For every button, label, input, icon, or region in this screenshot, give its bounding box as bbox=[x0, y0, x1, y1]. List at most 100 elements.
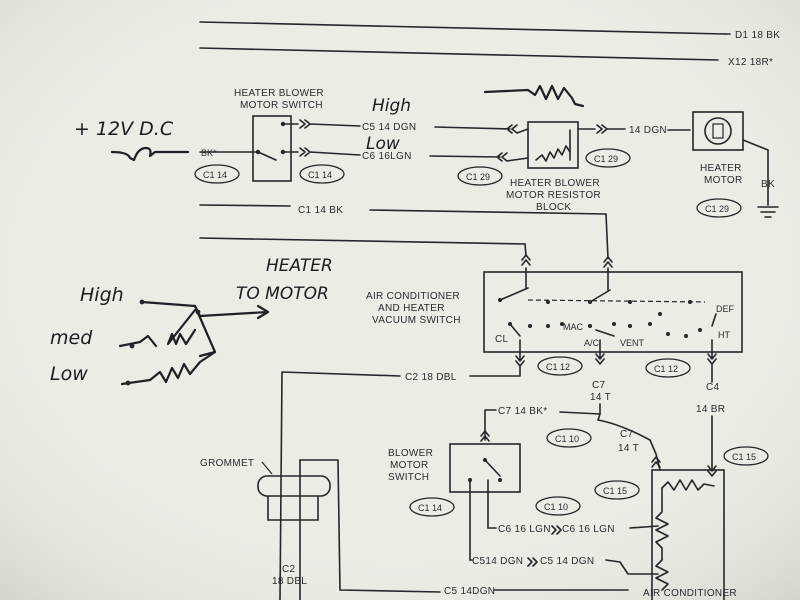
grommet-cap bbox=[257, 475, 331, 497]
wire-label-c7: C7 bbox=[592, 380, 606, 391]
connector-c1-10-a bbox=[546, 428, 592, 448]
resistor-block: 14 DGN C1 29 C1 29 HEATER BLOWER MOTOR R… bbox=[457, 84, 691, 213]
wire-label-c5-14dgn-a: C514 DGN bbox=[472, 556, 523, 567]
vacuum-switch-mac: MAC bbox=[563, 322, 584, 332]
wire-label-c7-14bk: C7 14 BK* bbox=[498, 406, 547, 417]
connector-c1-14-blower bbox=[409, 497, 455, 517]
wire-label-c6-16lgn-b: C6 16 LGN bbox=[562, 524, 615, 535]
handwritten-to-motor: TO MOTOR bbox=[236, 284, 329, 304]
wire-d1 bbox=[199, 21, 726, 35]
ac-resistor-block: AIR CONDITIONER bbox=[643, 469, 737, 600]
vacuum-switch-vent: VENT bbox=[620, 338, 645, 348]
connector-c1-12-b bbox=[645, 358, 691, 378]
wire-label-c7b: C7 bbox=[620, 429, 634, 440]
blower-switch-box bbox=[449, 443, 521, 493]
heater-blower-switch-box bbox=[252, 115, 292, 182]
wire-x12 bbox=[199, 47, 719, 61]
vacuum-switch-cl: CL bbox=[495, 334, 509, 345]
blower-switch-label-2: MOTOR bbox=[390, 460, 429, 471]
blower-switch-label-1: BLOWER bbox=[388, 448, 433, 459]
wire-label-c2-18dbl: C2 18 DBL bbox=[405, 372, 457, 383]
handwritten-12v: + 12V D.C bbox=[74, 118, 174, 140]
connector-c1-10-b-label: C1 10 bbox=[544, 502, 568, 512]
blower-switch-label-3: SWITCH bbox=[388, 472, 429, 483]
connector-c1-29-right bbox=[585, 148, 631, 168]
connector-c1-15-b bbox=[594, 480, 640, 500]
wire-label-c6-16lgn-a: C6 16 LGN bbox=[498, 524, 551, 535]
vacuum-switch-label-3: VACUUM SWITCH bbox=[372, 315, 461, 326]
connector-c1-29-motor-label: C1 29 bbox=[705, 204, 729, 214]
vacuum-switch-ht: HT bbox=[718, 330, 730, 340]
handwritten-heater: HEATER bbox=[266, 256, 333, 276]
handwritten-supply: + 12V D.C bbox=[74, 118, 190, 162]
wire-label-c4-14br: 14 BR bbox=[696, 404, 725, 415]
wire-label-c5: C5 14 DGN bbox=[362, 122, 416, 133]
handwritten-supply-wire bbox=[110, 146, 190, 162]
c7-c4-wires: C7 14 T C7 14 BK* C1 10 C7 14 T C4 14 BR… bbox=[480, 363, 769, 500]
connector-c1-14-right bbox=[299, 164, 345, 184]
resistor-block-label-2: MOTOR RESISTOR bbox=[506, 190, 601, 201]
heater-motor-label-1: HEATER bbox=[700, 163, 742, 174]
heater-motor-box bbox=[692, 111, 744, 151]
handwritten-resistor bbox=[483, 84, 585, 108]
resistor-block-label-3: BLOCK bbox=[536, 202, 571, 213]
connector-c1-15-a bbox=[723, 446, 769, 466]
motor-symbol bbox=[704, 117, 732, 145]
ac-resistor-bottom bbox=[655, 559, 669, 591]
ac-resistor-box bbox=[651, 469, 725, 600]
handwritten-sw-low: Low bbox=[50, 363, 88, 385]
wire-label-x12: X12 18R* bbox=[728, 57, 773, 68]
connector-c1-29-left bbox=[457, 166, 503, 186]
connector-c1-15-b-label: C1 15 bbox=[603, 486, 627, 496]
resistor-block-label-1: HEATER BLOWER bbox=[510, 178, 600, 189]
connector-c1-14-right-label: C1 14 bbox=[308, 170, 332, 180]
c1-bk-wire: C1 14 BK bbox=[199, 204, 613, 268]
heater-motor: HEATER MOTOR BK C1 29 bbox=[692, 111, 779, 218]
wire-label-c1-14bk: C1 14 BK bbox=[298, 205, 343, 216]
vacuum-switch-ac: A/C bbox=[584, 338, 600, 348]
wire-label-c6: C6 16LGN bbox=[362, 151, 412, 162]
handwritten-high: High bbox=[372, 96, 411, 116]
heater-blower-switch-label-1: HEATER BLOWER bbox=[234, 88, 324, 99]
grommet-label: GROMMET bbox=[200, 458, 254, 469]
handwritten-sw-high: High bbox=[80, 284, 124, 306]
switch-to-resistor-wires: C5 14 DGN High C6 16LGN Low bbox=[290, 96, 529, 162]
handwritten-switch-sketch: HEATER TO MOTOR High med Low bbox=[50, 256, 333, 386]
connector-c1-29-left-label: C1 29 bbox=[466, 172, 490, 182]
switch-blade bbox=[257, 151, 277, 161]
connector-c1-12-a bbox=[537, 356, 583, 376]
connector-c1-10-b bbox=[535, 496, 581, 516]
ac-label: AIR CONDITIONER bbox=[643, 588, 737, 599]
wire-label-c7-14t: 14 T bbox=[590, 392, 611, 403]
heater-blower-switch-label-2: MOTOR SWITCH bbox=[240, 100, 323, 111]
wire-label-bk-in: BK* bbox=[201, 148, 217, 158]
connector-c1-12-a-label: C1 12 bbox=[546, 362, 570, 372]
vacuum-switch-label-1: AIR CONDITIONER bbox=[366, 291, 460, 302]
wire-label-14dgn: 14 DGN bbox=[629, 125, 667, 136]
c2-wire: C2 18 DBL C2 18 DBL bbox=[272, 365, 521, 600]
handwritten-low: Low bbox=[366, 134, 400, 154]
ground-icon bbox=[757, 206, 779, 218]
wire-label-c2-vertical: 18 DBL bbox=[272, 576, 307, 587]
vacuum-switch-label-2: AND HEATER bbox=[378, 303, 445, 314]
top-wires: D1 18 BK X12 18R* bbox=[199, 21, 780, 68]
grommet-body bbox=[267, 496, 319, 521]
heater-blower-switch: HEATER BLOWER MOTOR SWITCH BK* C1 14 C1 … bbox=[194, 88, 345, 184]
vacuum-switch-box bbox=[483, 271, 743, 353]
ac-resistor-top bbox=[661, 479, 715, 491]
grommet: GROMMET C5 14DGN bbox=[200, 458, 629, 600]
ac-resistor-middle bbox=[655, 487, 669, 561]
heater-motor-label-2: MOTOR bbox=[704, 175, 743, 186]
connector-c1-29-motor bbox=[696, 198, 742, 218]
wire-label-c2: C2 bbox=[282, 564, 296, 575]
wire-label-c4: C4 bbox=[706, 382, 720, 393]
vacuum-switch-def: DEF bbox=[716, 304, 735, 314]
connector-c1-14-left-label: C1 14 bbox=[203, 170, 227, 180]
connector-c1-14-left bbox=[194, 164, 240, 184]
wire-label-motor-bk: BK bbox=[761, 179, 775, 190]
connector-c1-15-a-label: C1 15 bbox=[732, 452, 756, 462]
wire-label-d1: D1 18 BK bbox=[735, 30, 780, 41]
resistor-zigzag bbox=[535, 145, 571, 162]
